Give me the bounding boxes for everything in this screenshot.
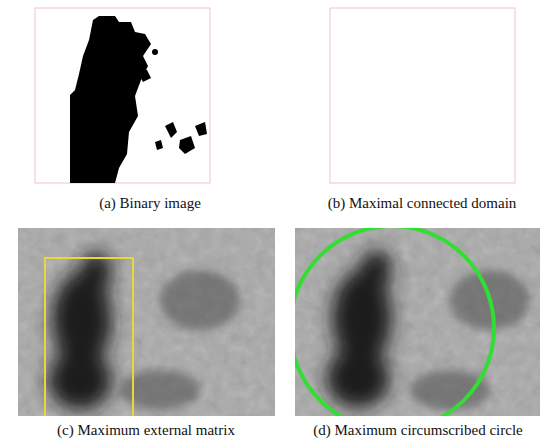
grayscale-image xyxy=(295,228,540,416)
grayscale-image xyxy=(18,228,275,416)
binary-image xyxy=(35,8,210,183)
panel-caption: (b) Maximal connected domain xyxy=(328,194,517,212)
panel-caption: (c) Maximum external matrix xyxy=(57,421,235,439)
panel-caption: (d) Maximum circumscribed circle xyxy=(313,421,523,439)
connected-domain-image xyxy=(330,8,515,183)
panel-caption: (a) Binary image xyxy=(99,194,201,212)
